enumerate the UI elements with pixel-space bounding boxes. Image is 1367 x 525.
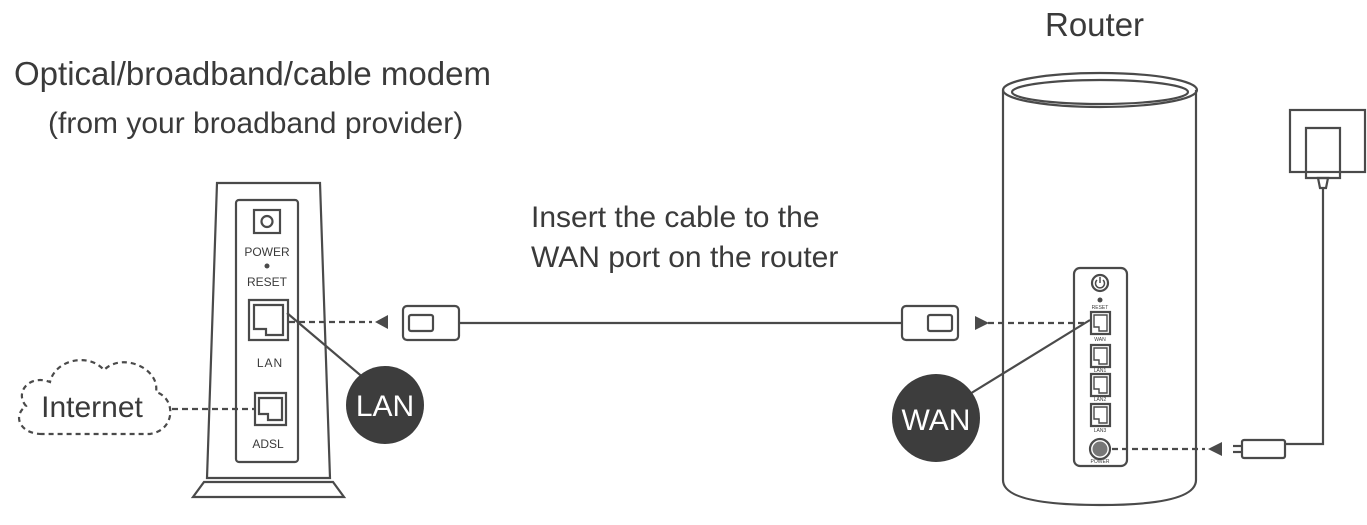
router-lan2-label: LAN2 bbox=[1094, 397, 1107, 403]
modem-device bbox=[190, 181, 347, 499]
router-reset-label: RESET bbox=[1092, 305, 1109, 311]
router-power-button bbox=[1090, 273, 1110, 293]
modem-subtitle: (from your broadband provider) bbox=[48, 107, 464, 140]
router-power-port bbox=[1088, 437, 1112, 461]
modem-adsl-port bbox=[253, 391, 288, 427]
arrow-from-power-adapter bbox=[1208, 442, 1222, 456]
router-lan1-label: LAN1 bbox=[1094, 368, 1107, 374]
router-power-label: POWER bbox=[1091, 459, 1110, 465]
router-wan-port bbox=[1089, 310, 1112, 336]
instruction-line-1: Insert the cable to the bbox=[531, 201, 820, 234]
router-lan2-port bbox=[1089, 372, 1112, 398]
wan-callout-leader bbox=[959, 319, 1091, 401]
power-adapter bbox=[1233, 108, 1367, 460]
router-reset-hole bbox=[1097, 297, 1103, 303]
modem-power-button bbox=[252, 208, 282, 235]
lan-callout bbox=[346, 366, 424, 444]
router-title: Router bbox=[1045, 6, 1145, 43]
modem-reset-label: RESET bbox=[247, 275, 288, 289]
wan-callout bbox=[892, 374, 980, 462]
lan-callout-label: LAN bbox=[356, 390, 414, 423]
wan-callout-label: WAN bbox=[902, 404, 971, 437]
internet-cloud-icon bbox=[18, 359, 172, 436]
lan-callout-leader bbox=[286, 312, 373, 386]
arrow-to-modem-lan bbox=[375, 315, 388, 329]
modem-lan-port bbox=[247, 298, 290, 342]
modem-power-label: POWER bbox=[244, 245, 290, 259]
modem-reset-hole bbox=[264, 263, 270, 269]
modem-lan-label: LAN bbox=[257, 356, 283, 370]
router-lan1-port bbox=[1089, 343, 1112, 369]
router-lan3-label: LAN3 bbox=[1094, 428, 1107, 434]
instruction-line-2: WAN port on the router bbox=[531, 241, 839, 274]
arrow-to-router-wan bbox=[975, 316, 989, 330]
modem-adsl-label: ADSL bbox=[252, 437, 284, 451]
internet-label: Internet bbox=[41, 391, 143, 424]
router-device bbox=[1001, 71, 1199, 507]
router-lan3-port bbox=[1089, 402, 1112, 428]
ethernet-cable bbox=[401, 304, 960, 342]
modem-title: Optical/broadband/cable modem bbox=[14, 55, 491, 92]
router-wan-label: WAN bbox=[1094, 337, 1106, 343]
